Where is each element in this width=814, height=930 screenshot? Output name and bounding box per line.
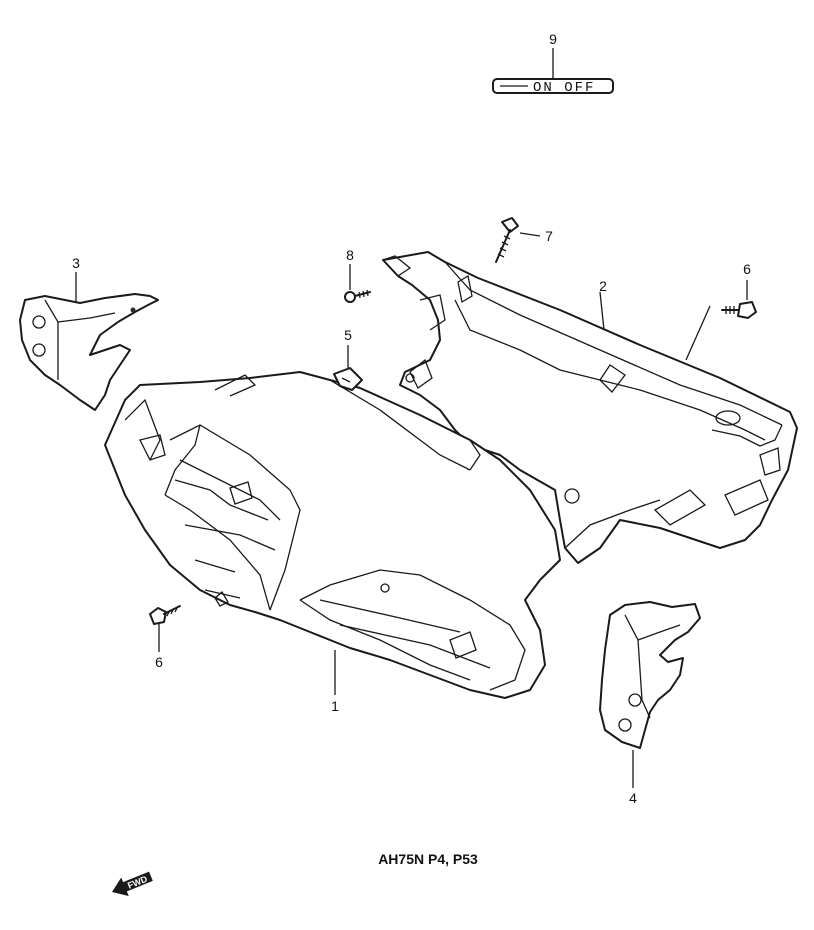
rear-handlebar-cover-part: [381, 251, 798, 564]
callout-8: 8: [346, 247, 354, 263]
forward-arrow-icon: FWD: [112, 871, 153, 897]
callout-6-left: 6: [155, 654, 163, 670]
label-plate-part: ON OFF: [492, 48, 614, 96]
callout-3: 3: [72, 255, 80, 271]
callout-9: 9: [549, 31, 557, 47]
left-bracket-part: [19, 293, 159, 411]
callout-5: 5: [344, 327, 352, 343]
clip-nut-part: [333, 345, 363, 391]
front-handlebar-cover-part: [104, 371, 561, 699]
long-screw-part: [495, 217, 541, 263]
callout-4: 4: [629, 790, 637, 806]
callout-7: 7: [545, 228, 553, 244]
callout-1: 1: [331, 698, 339, 714]
callout-2: 2: [599, 278, 607, 294]
screw-right-part: [721, 280, 757, 319]
model-code: AH75N P4, P53: [378, 851, 478, 867]
callout-6-right: 6: [743, 261, 751, 277]
fwd-label: FWD: [126, 874, 149, 891]
small-screw-part: [344, 264, 371, 303]
right-bracket-part: [599, 601, 701, 749]
screw-left-part: [149, 605, 181, 652]
label-plate-text: ON OFF: [533, 80, 595, 96]
